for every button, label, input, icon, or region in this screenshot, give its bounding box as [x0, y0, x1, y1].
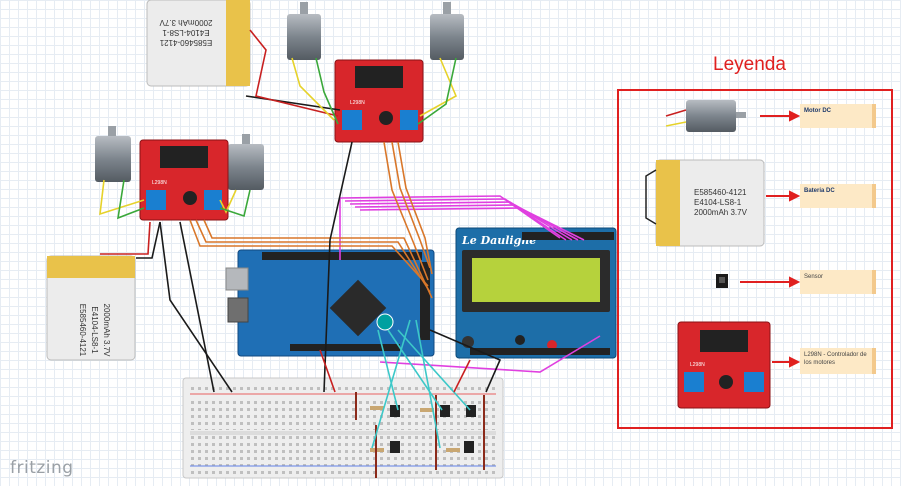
motor-driver-board[interactable]: L298N [139, 139, 229, 221]
svg-text:E585460-4121: E585460-4121 [78, 304, 87, 357]
svg-text:L298N: L298N [350, 100, 365, 106]
legend-label-battery: Bateria DC [800, 184, 876, 208]
legend-title: Leyenda [713, 54, 786, 75]
legend-arrows [740, 110, 801, 368]
sensor-icon [716, 274, 728, 288]
legend-label-driver: L298N - Controlador de los motores [800, 348, 876, 374]
dc-motor-icon [665, 100, 746, 132]
motor-driver-board[interactable]: L298N [334, 59, 424, 143]
svg-text:E585460-4121: E585460-4121 [694, 188, 747, 197]
lcd-shield[interactable]: Le Dauligne [455, 227, 617, 359]
legend-box [617, 89, 893, 429]
wires [99, 29, 601, 449]
svg-text:E4104-LS8-1: E4104-LS8-1 [90, 306, 99, 354]
svg-text:2000mAh 3.7V: 2000mAh 3.7V [102, 304, 111, 358]
arduino-mega-board[interactable] [225, 249, 435, 357]
svg-text:L298N: L298N [690, 362, 705, 368]
svg-text:E4104-LS8-1: E4104-LS8-1 [162, 28, 210, 37]
motor-driver-icon: L298N [677, 321, 771, 409]
sensor [390, 405, 476, 453]
svg-text:E4104-LS8-1: E4104-LS8-1 [694, 198, 742, 207]
svg-text:2000mAh 3.7V: 2000mAh 3.7V [694, 208, 748, 217]
battery[interactable]: E585460-4121 E4104-LS8-1 2000mAh 3.7V [146, 0, 251, 87]
svg-text:E585460-4121: E585460-4121 [159, 38, 212, 47]
dc-motor[interactable] [95, 2, 464, 190]
battery-icon: E585460-4121 E4104-LS8-1 2000mAh 3.7V [645, 159, 765, 247]
fritzing-brand: fritzing [10, 458, 74, 478]
lcd-brand-text: Le Dauligne [461, 234, 536, 247]
legend-label-sensor: Sensor [800, 270, 876, 294]
svg-text:L298N: L298N [152, 180, 167, 186]
battery[interactable]: E585460-4121 E4104-LS8-1 2000mAh 3.7V [46, 255, 136, 361]
legend-label-motor: Motor DC [800, 104, 876, 128]
svg-text:2000mAh 3.7V: 2000mAh 3.7V [159, 18, 213, 27]
